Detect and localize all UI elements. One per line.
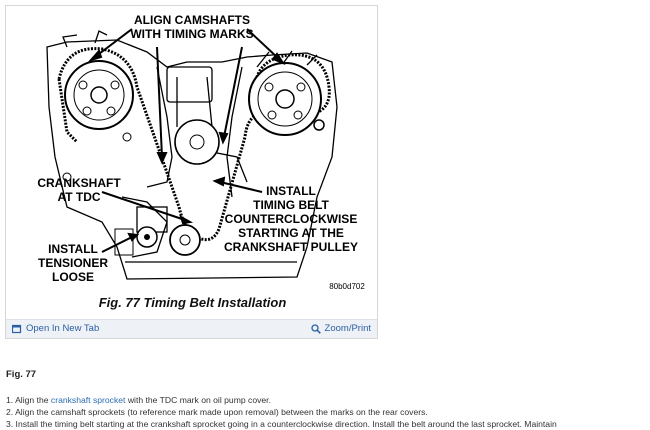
left-camshaft-sprocket [64, 60, 134, 130]
magnifier-icon [310, 323, 321, 334]
zoom-print-button[interactable]: Zoom/Print [310, 323, 371, 334]
label-install-tensioner-3: LOOSE [52, 270, 94, 284]
instruction-steps: 1. Align the crankshaft sprocket with th… [6, 394, 646, 430]
label-install-tensioner-2: TENSIONER [38, 256, 108, 270]
label-install-belt-3: COUNTERCLOCKWISE [225, 212, 358, 226]
figure-toolbar: Open In New Tab Zoom/Print [6, 319, 377, 338]
figure-card: ALIGN CAMSHAFTS WITH TIMING MARKS CRANKS… [5, 5, 378, 339]
label-install-belt-1: INSTALL [266, 184, 316, 198]
label-install-tensioner-1: INSTALL [48, 242, 98, 256]
fig-label: Fig. 77 [6, 369, 37, 380]
open-new-tab-button[interactable]: Open In New Tab [12, 323, 99, 334]
label-at-tdc: AT TDC [57, 190, 100, 204]
timing-belt-diagram: ALIGN CAMSHAFTS WITH TIMING MARKS CRANKS… [7, 7, 377, 323]
open-new-tab-label: Open In New Tab [26, 323, 100, 334]
water-pump [174, 119, 220, 165]
engine-outline [46, 30, 338, 280]
step-2: 2. Align the camshaft sprockets (to refe… [6, 407, 428, 417]
figure-caption: Fig. 77 Timing Belt Installation [98, 295, 287, 310]
crankshaft-sprocket-link[interactable]: crankshaft sprocket [50, 395, 126, 405]
step-1: 1. Align the crankshaft sprocket with th… [6, 394, 646, 406]
label-align-camshafts: ALIGN CAMSHAFTS [134, 13, 250, 27]
label-install-belt-2: TIMING BELT [253, 198, 329, 212]
label-install-belt-4: STARTING AT THE [238, 226, 344, 240]
label-timing-marks: WITH TIMING MARKS [130, 27, 253, 41]
step-3: 3. Install the timing belt starting at t… [6, 419, 557, 429]
label-install-belt-5: CRANKSHAFT PULLEY [224, 240, 358, 254]
tensioner [114, 226, 158, 256]
figure-code: 80b0d702 [329, 282, 365, 291]
zoom-print-label: Zoom/Print [324, 323, 371, 334]
step-1-text-after: with the TDC mark on oil pump cover. [125, 395, 271, 405]
open-new-tab-icon [12, 324, 22, 333]
crankshaft-sprocket [169, 224, 201, 256]
right-camshaft-sprocket [248, 62, 322, 136]
label-arrows [87, 28, 286, 253]
label-crankshaft: CRANKSHAFT [37, 176, 121, 190]
step-1-text-before: 1. Align the [6, 395, 51, 405]
